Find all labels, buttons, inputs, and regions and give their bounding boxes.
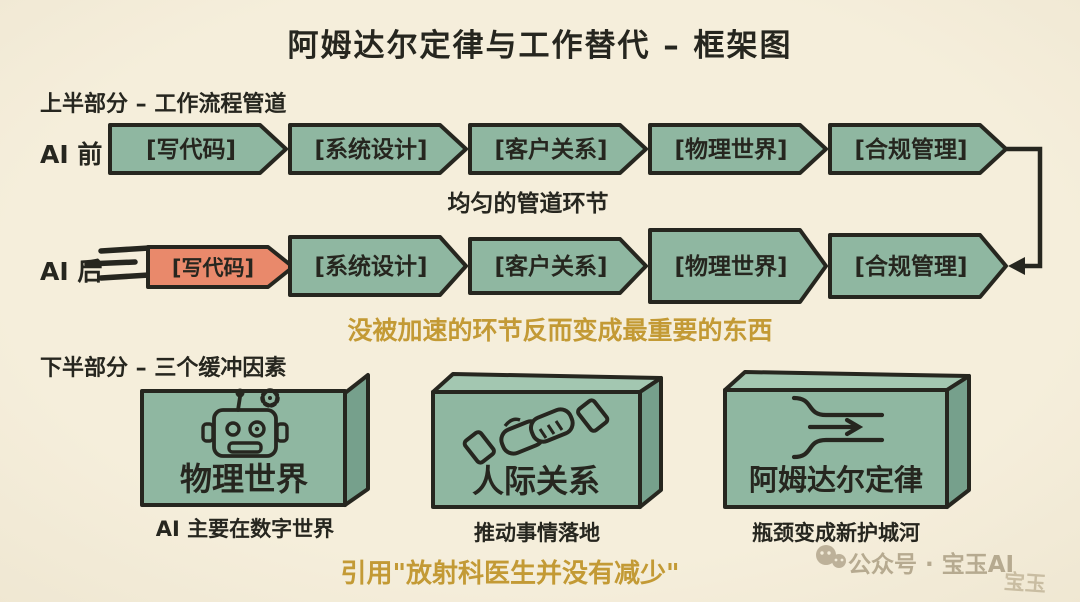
pipeline-stage: [468, 237, 648, 295]
stage-label: [客户关系]: [494, 136, 607, 163]
speed-lines-icon: [84, 245, 152, 281]
stage-label: [物理世界]: [674, 136, 787, 163]
pipeline-stage: [468, 123, 648, 175]
factor-box-side: [638, 376, 663, 509]
factor-box-amdahl: [723, 370, 971, 509]
stage-label: [合规管理]: [854, 136, 967, 163]
stage-label: [写代码]: [172, 256, 254, 280]
factor-box-top: [431, 372, 663, 394]
stage-label: [合规管理]: [854, 253, 967, 280]
pipeline-stage: [828, 233, 1008, 299]
handshake-icon: [462, 398, 610, 465]
robot-icon: [201, 388, 289, 458]
page-title: 阿姆达尔定律与工作替代 – 框架图: [287, 28, 793, 64]
pipeline-stage: [108, 123, 288, 175]
pipeline-stage: [288, 235, 468, 297]
factor-box-side: [343, 373, 370, 507]
stage-label: [写代码]: [146, 137, 236, 163]
factor-box-top: [723, 370, 971, 392]
section-label-bottom: 下半部分 – 三个缓冲因素: [40, 356, 287, 381]
pipeline-stage: [828, 123, 1008, 175]
watermark-text: 公众号 · 宝玉AI: [848, 552, 1015, 578]
factor-title: 人际关系: [472, 462, 600, 500]
factor-caption-physical-world: AI 主要在数字世界: [155, 517, 335, 541]
row-label-before-ai: AI 前: [40, 140, 103, 169]
pipeline-caption-bottleneck: 没被加速的环节反而变成最重要的东西: [347, 316, 773, 345]
stage-label: [系统设计]: [314, 253, 427, 280]
pipeline-row-before: [108, 123, 1008, 175]
pipeline-stage-accelerated: [146, 245, 295, 289]
pipeline-stage: [288, 123, 468, 175]
factor-box-side: [945, 374, 971, 509]
factor-title: 阿姆达尔定律: [749, 463, 923, 497]
factor-title: 物理世界: [180, 460, 308, 498]
row-label-after-ai: AI 后: [40, 257, 103, 286]
pipeline-caption-uniform: 均匀的管道环节: [447, 191, 609, 217]
wechat-icon: [816, 545, 846, 568]
connector-arrow: [1006, 146, 1043, 275]
signature-text: 宝玉: [1003, 569, 1047, 597]
section-label-top: 上半部分 – 工作流程管道: [40, 92, 287, 117]
pipeline-stage: [648, 228, 828, 304]
bottleneck-icon: [791, 395, 885, 460]
pipeline-stage: [648, 123, 828, 175]
stage-label: [物理世界]: [674, 253, 787, 280]
factor-caption-amdahl: 瓶颈变成新护城河: [752, 521, 920, 545]
stage-label: [系统设计]: [314, 136, 427, 163]
stage-label: [客户关系]: [494, 253, 607, 280]
factor-box-front: [723, 388, 949, 509]
pipeline-row-after: [146, 228, 1008, 304]
quote-text: 引用"放射科医生并没有减少": [340, 559, 680, 589]
factor-caption-relationships: 推动事情落地: [474, 521, 600, 545]
